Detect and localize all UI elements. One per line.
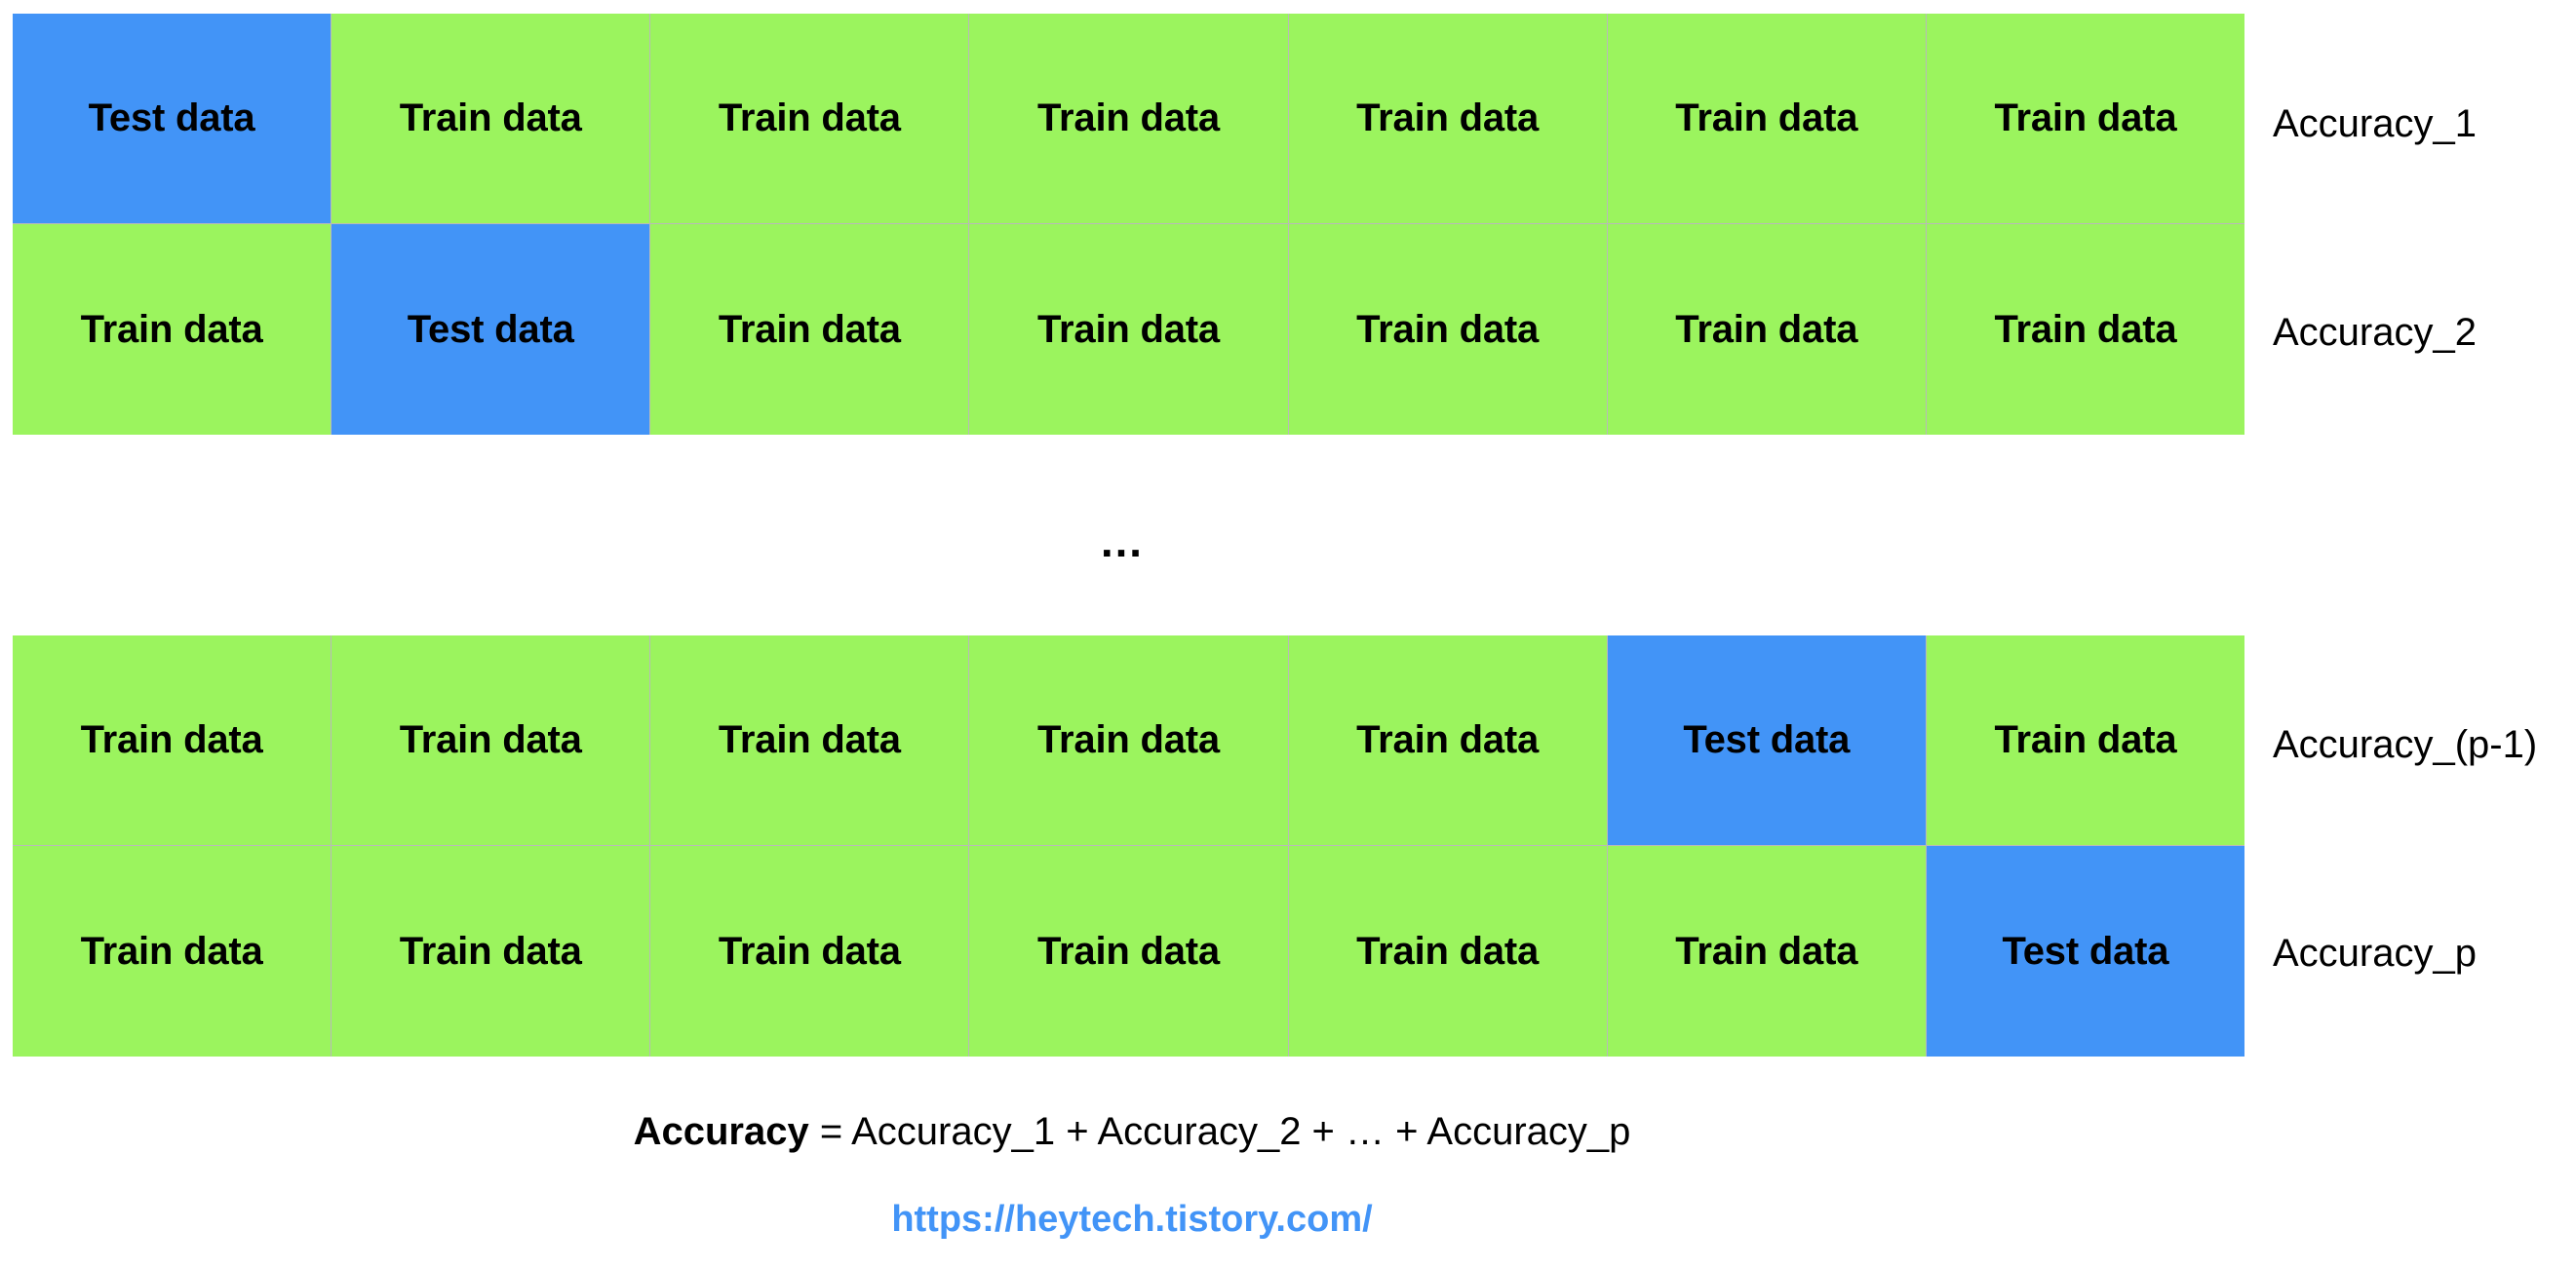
- fold-cell-train: Train data: [1926, 635, 2244, 846]
- formula-rhs: = Accuracy_1 + Accuracy_2 + … + Accuracy…: [808, 1110, 1631, 1153]
- fold-row-2: Train data Test data Train data Train da…: [13, 224, 2244, 435]
- fold-cell-train: Train data: [332, 14, 651, 224]
- fold-cell-train: Train data: [13, 224, 332, 435]
- fold-cell-train: Train data: [332, 846, 651, 1057]
- fold-cell-test: Test data: [332, 224, 651, 435]
- vertical-ellipsis: …: [1099, 516, 1146, 566]
- source-url-link[interactable]: https://heytech.tistory.com/: [891, 1199, 1373, 1240]
- fold-cell-train: Train data: [1607, 846, 1927, 1057]
- fold-row-1: Test data Train data Train data Train da…: [13, 14, 2244, 224]
- fold-cell-train: Train data: [650, 224, 970, 435]
- fold-cell-train: Train data: [650, 846, 970, 1057]
- fold-cell-train: Train data: [1607, 224, 1927, 435]
- fold-block-first: Test data Train data Train data Train da…: [13, 14, 2244, 435]
- accuracy-label-1: Accuracy_1: [2273, 102, 2477, 145]
- fold-cell-train: Train data: [1288, 14, 1608, 224]
- fold-cell-test: Test data: [1607, 635, 1927, 846]
- fold-cell-train: Train data: [969, 224, 1289, 435]
- fold-cell-train: Train data: [650, 635, 970, 846]
- fold-block-last: Train data Train data Train data Train d…: [13, 635, 2244, 1057]
- fold-cell-train: Train data: [13, 846, 332, 1057]
- fold-cell-test: Test data: [1926, 846, 2244, 1057]
- accuracy-label-p-minus-1: Accuracy_(p-1): [2273, 723, 2538, 766]
- fold-cell-train: Train data: [1288, 224, 1608, 435]
- fold-row-p-minus-1: Train data Train data Train data Train d…: [13, 635, 2244, 846]
- fold-cell-train: Train data: [969, 846, 1289, 1057]
- formula-lhs: Accuracy: [633, 1110, 809, 1153]
- fold-row-p: Train data Train data Train data Train d…: [13, 846, 2244, 1057]
- fold-cell-train: Train data: [1607, 14, 1927, 224]
- fold-cell-train: Train data: [1288, 635, 1608, 846]
- fold-cell-train: Train data: [1288, 846, 1608, 1057]
- fold-cell-test: Test data: [13, 14, 332, 224]
- fold-cell-train: Train data: [1926, 14, 2244, 224]
- accuracy-label-p: Accuracy_p: [2273, 932, 2477, 975]
- accuracy-label-2: Accuracy_2: [2273, 311, 2477, 354]
- fold-cell-train: Train data: [1926, 224, 2244, 435]
- fold-cell-train: Train data: [969, 14, 1289, 224]
- fold-cell-train: Train data: [969, 635, 1289, 846]
- accuracy-formula: Accuracy = Accuracy_1 + Accuracy_2 + … +…: [0, 1112, 2420, 1151]
- fold-cell-train: Train data: [332, 635, 651, 846]
- fold-cell-train: Train data: [650, 14, 970, 224]
- fold-cell-train: Train data: [13, 635, 332, 846]
